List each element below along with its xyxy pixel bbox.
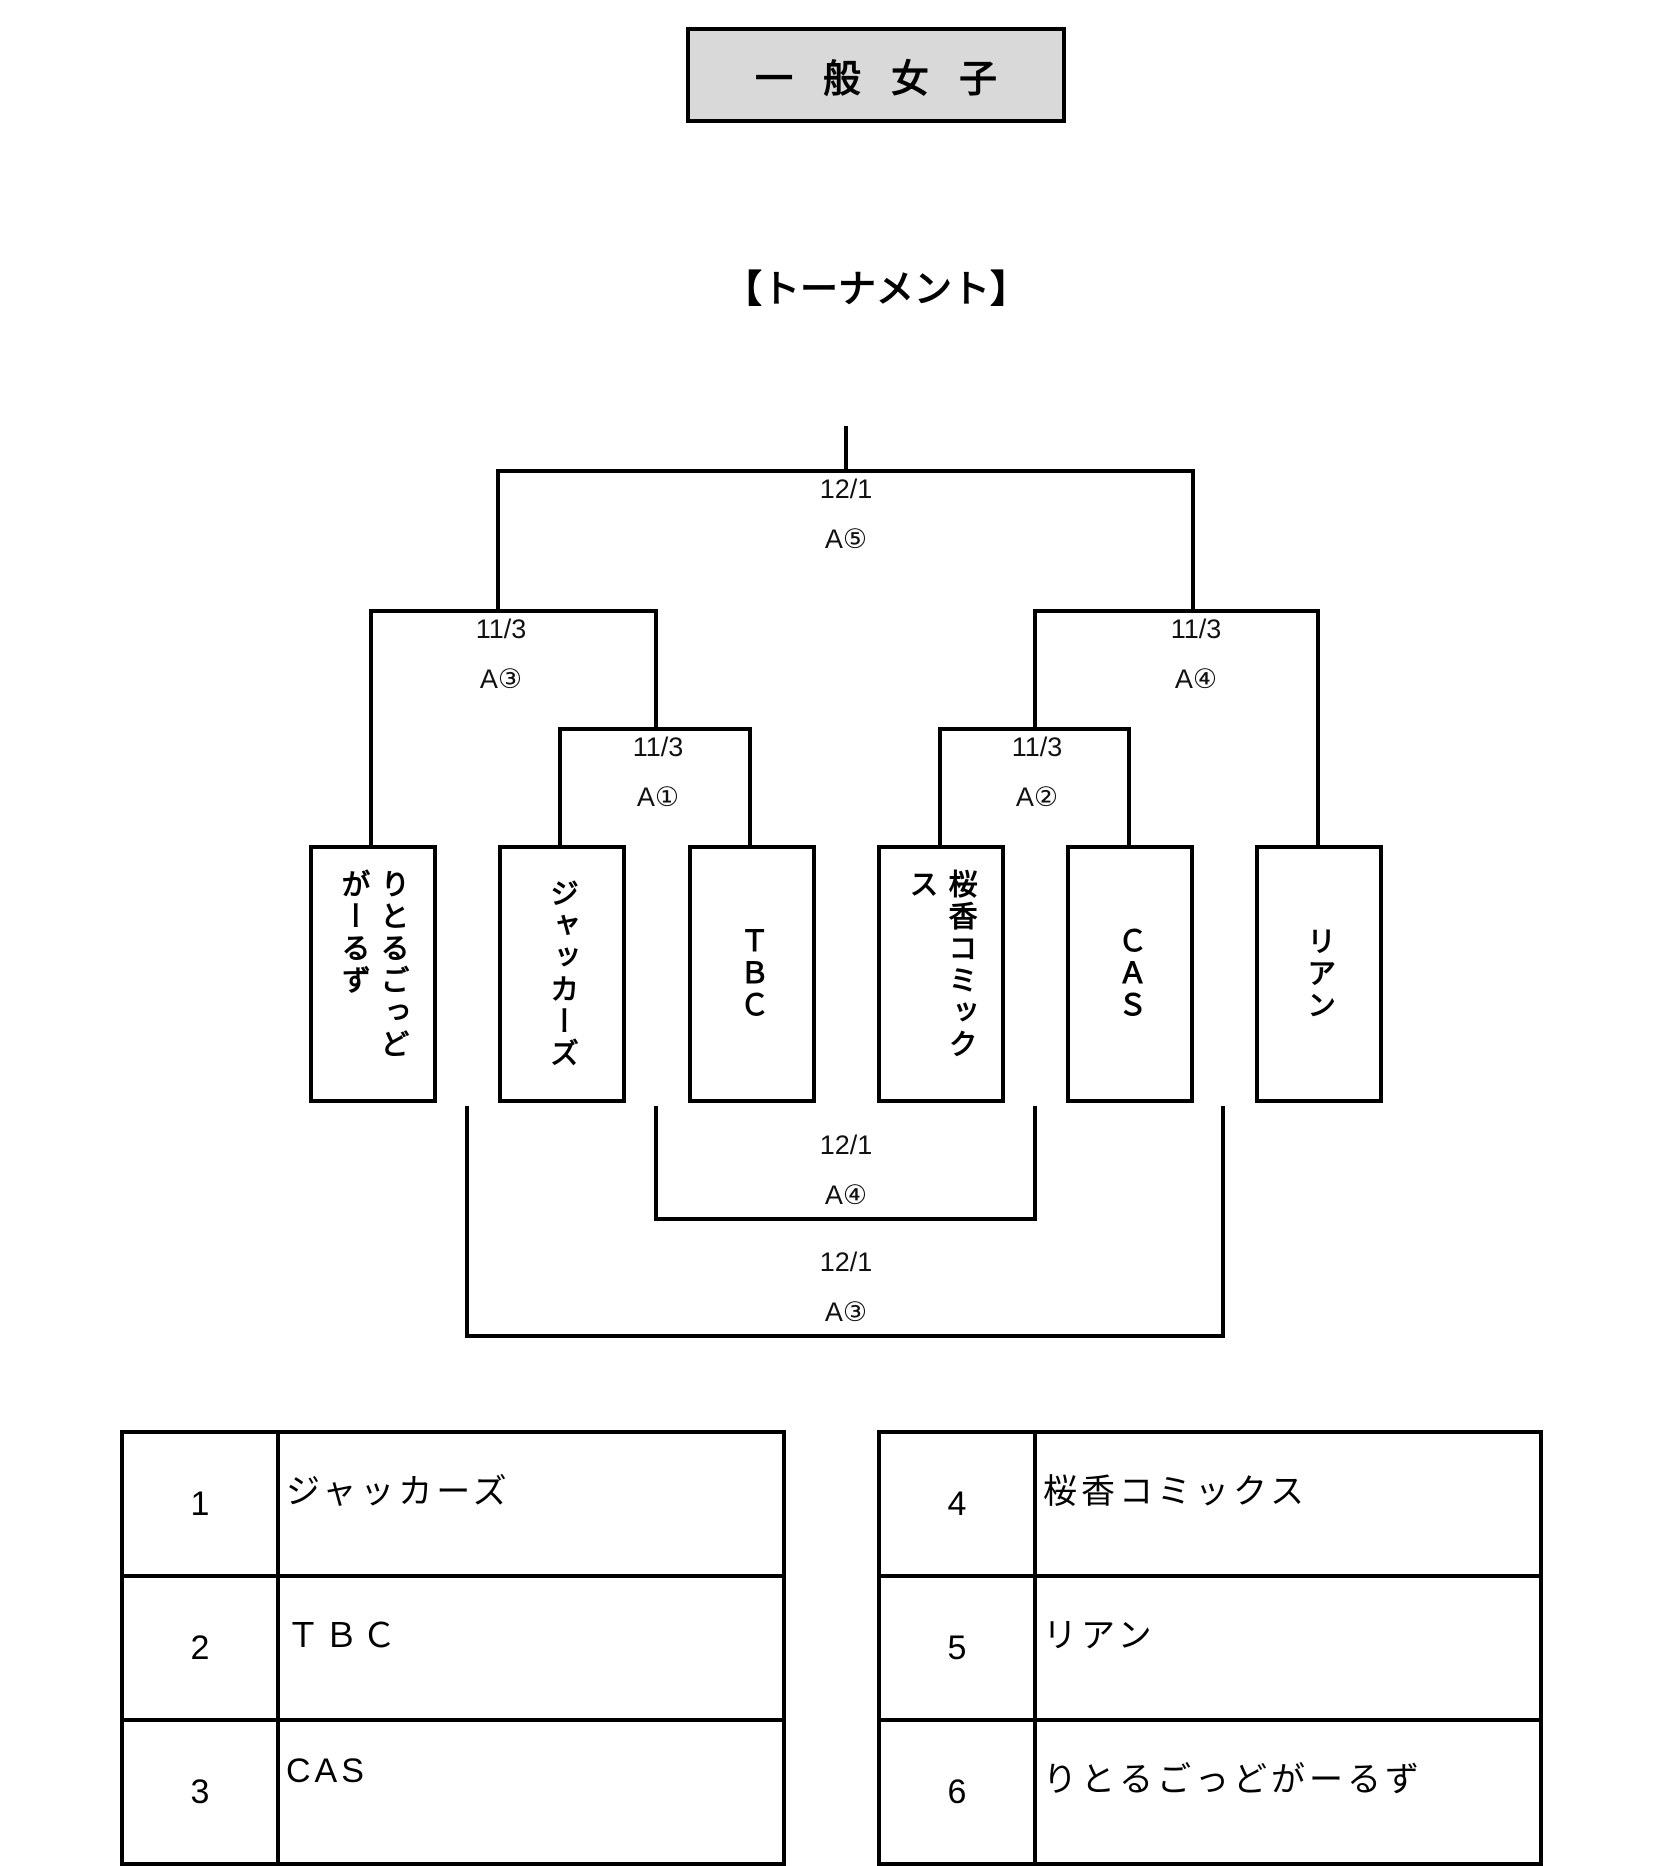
consolation-inner-left [654,1106,658,1221]
final-date: 12/1 [819,474,873,504]
semi-right-court: A④ [1174,664,1218,694]
first-right-bracket-top [938,727,1131,731]
team-name: ＣＡＳ [1113,926,1148,1022]
team-name: りとるごっどがーるず [337,869,411,1061]
team-name-cell: ＴＢＣ [276,1574,786,1722]
first-right-bracket-left [938,727,942,847]
semi-left-bracket-left [369,609,373,847]
team-name-cell: リアン [1033,1574,1543,1722]
table-row: 6 りとるごっどがーるず [877,1718,1543,1866]
table-row: 5 リアン [877,1574,1543,1722]
team-number: 2 [120,1574,280,1722]
consolation-inner-court: A④ [824,1180,868,1210]
consolation-outer-court: A③ [824,1297,868,1327]
consolation-inner-date: 12/1 [819,1130,873,1160]
semi-right-bracket-left [1033,609,1037,731]
consolation-outer-date: 12/1 [819,1247,873,1277]
semi-left-bracket-top [369,609,658,613]
final-bracket-right [1191,469,1195,613]
roster-table-left: 1 ジャッカーズ 2 ＴＢＣ 3 CAS [120,1430,786,1866]
team-name: ジャッカーズ [545,878,580,1070]
team-name-cell: りとるごっどがーるず [1033,1718,1543,1866]
semi-right-bracket-right [1316,609,1320,847]
team-name: 桜香コミックス [905,869,979,1061]
table-row: 2 ＴＢＣ [120,1574,786,1722]
consolation-inner-right [1033,1106,1037,1221]
team-name-cell: CAS [276,1718,786,1866]
team-number: 1 [120,1430,280,1578]
team-name-cell: ジャッカーズ [276,1430,786,1578]
first-right-court: A② [1015,782,1059,812]
first-left-bracket-top [558,727,752,731]
final-bracket-top [496,469,1195,473]
table-row: 3 CAS [120,1718,786,1866]
consolation-inner-bottom [654,1217,1037,1221]
final-court: A⑤ [824,524,868,554]
semi-left-bracket-right [654,609,658,731]
semi-left-court: A③ [479,664,523,694]
consolation-outer-bottom [465,1334,1225,1338]
team-box: ＴＢＣ [688,845,816,1103]
team-box: りとるごっどがーるず [309,845,437,1103]
category-title: 一般女子 [754,56,1027,101]
category-title-box: 一般女子 [686,27,1066,123]
first-right-date: 11/3 [1011,732,1063,762]
team-box: 桜香コミックス [877,845,1005,1103]
consolation-outer-right [1221,1106,1225,1338]
table-row: 1 ジャッカーズ [120,1430,786,1578]
first-left-bracket-right [748,727,752,847]
semi-right-bracket-top [1033,609,1320,613]
first-right-bracket-right [1127,727,1131,847]
team-name: リアン [1302,926,1337,1022]
team-number: 5 [877,1574,1037,1722]
first-left-court: A① [636,782,680,812]
team-box: ＣＡＳ [1066,845,1194,1103]
first-left-date: 11/3 [632,732,684,762]
team-name: ＴＢＣ [735,926,770,1022]
tournament-heading: 【トーナメント】 [723,267,1028,311]
consolation-outer-left [465,1106,469,1338]
first-left-bracket-left [558,727,562,847]
team-number: 3 [120,1718,280,1866]
final-bracket-left [496,469,500,613]
team-name-cell: 桜香コミックス [1033,1430,1543,1578]
roster-table-right: 4 桜香コミックス 5 リアン 6 りとるごっどがーるず [877,1430,1543,1866]
team-number: 6 [877,1718,1037,1866]
semi-right-date: 11/3 [1170,614,1222,644]
team-box: リアン [1255,845,1383,1103]
semi-left-date: 11/3 [475,614,527,644]
team-box: ジャッカーズ [498,845,626,1103]
team-number: 4 [877,1430,1037,1578]
table-row: 4 桜香コミックス [877,1430,1543,1578]
champion-stem [844,426,848,473]
